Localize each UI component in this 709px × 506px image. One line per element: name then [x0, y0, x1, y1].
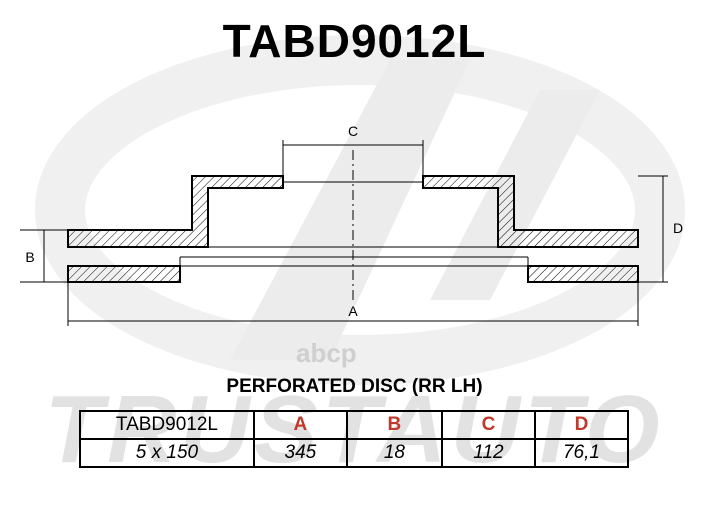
header-b: B — [345, 410, 443, 440]
dimension-label-a: A — [348, 303, 358, 319]
value-b: 18 — [345, 438, 443, 468]
disc-inner-lines — [179, 150, 529, 300]
dimension-label-c: C — [348, 123, 358, 139]
part-description: PERFORATED DISC (RR LH) — [226, 376, 483, 397]
abcp-logo: abcp — [296, 338, 357, 369]
spec-table: TABD9012L A B C D 5 x 150 345 18 112 76,… — [79, 410, 630, 468]
disc-lower-plate-left — [67, 265, 181, 283]
value-a: 345 — [252, 438, 348, 468]
spec-table-header-row: TABD9012L A B C D — [79, 410, 630, 440]
dimension-lines — [20, 140, 668, 326]
dimension-label-d: D — [673, 220, 683, 236]
disc-section — [67, 175, 639, 283]
header-c: C — [440, 410, 536, 440]
part-number-title: TABD9012L — [222, 15, 487, 67]
value-c: 112 — [440, 438, 536, 468]
header-a: A — [252, 410, 348, 440]
dimension-label-b: B — [25, 249, 34, 265]
value-bolt-pattern: 5 x 150 — [79, 438, 255, 468]
value-d: 76,1 — [533, 438, 630, 468]
disc-lower-plate-right — [527, 265, 639, 283]
disc-upper-profile-right — [422, 175, 639, 248]
disc-upper-profile — [67, 175, 284, 248]
spec-table-values-row: 5 x 150 345 18 112 76,1 — [79, 438, 630, 468]
abcp-logo-text: abcp — [296, 338, 357, 368]
header-part-number: TABD9012L — [79, 410, 255, 440]
header-d: D — [533, 410, 630, 440]
